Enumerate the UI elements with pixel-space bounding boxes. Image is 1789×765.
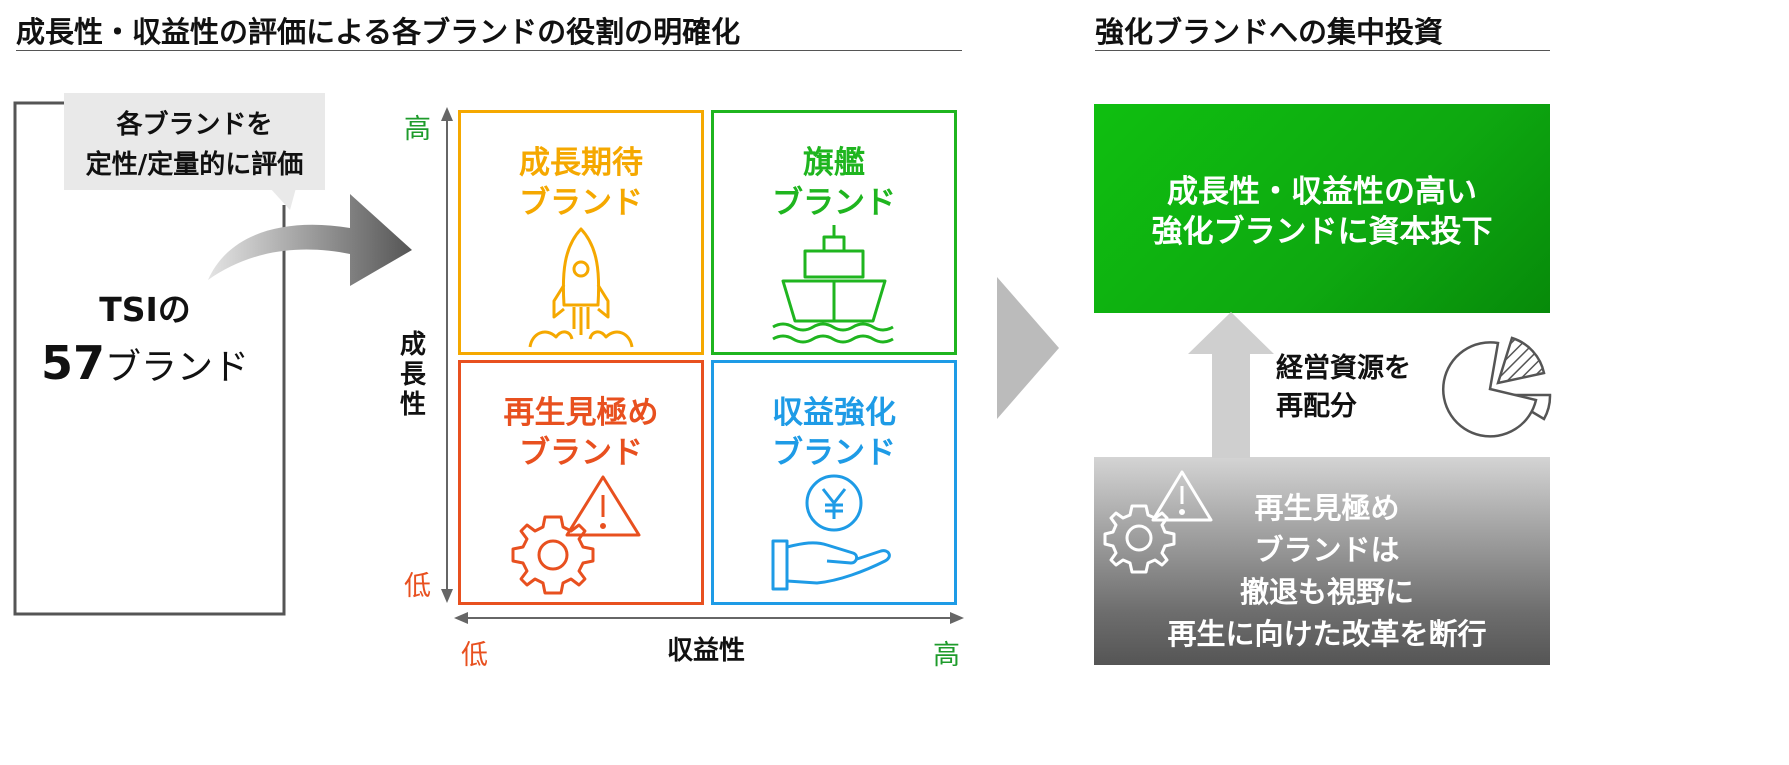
revival-line-1: 再生見極め	[1254, 491, 1400, 525]
y-axis-label: 成長性	[400, 330, 427, 420]
cell-revival-title: 再生見極めブランド	[503, 395, 659, 471]
callout-tail	[270, 188, 296, 210]
gear-warning-icon	[511, 475, 641, 595]
revival-line-2: ブランドは	[1254, 533, 1400, 567]
cell-revival-review: 再生見極めブランド	[458, 360, 704, 605]
cell-flagship: 旗艦ブランド	[711, 110, 957, 355]
y-axis-low: 低	[404, 571, 431, 602]
ship-icon	[772, 225, 894, 344]
callout-line-1: 各ブランドを	[116, 110, 273, 140]
callout-line-2: 定性/定量的に評価	[85, 150, 304, 180]
right-heading-rule	[1095, 50, 1550, 51]
tsi-frame	[13, 101, 286, 616]
y-axis-high: 高	[404, 114, 431, 145]
investment-line-1: 成長性・収益性の高い	[1167, 174, 1477, 210]
investment-box: 成長性・収益性の高い 強化ブランドに資本投下	[1094, 104, 1550, 313]
x-axis-low: 低	[461, 640, 488, 671]
matrix-axes	[441, 107, 964, 624]
x-axis-label: 収益性	[667, 636, 746, 666]
curved-arrow-icon	[208, 194, 412, 286]
revival-box: 再生見極め ブランドは 撤退も視野に 再生に向けた改革を断行	[1094, 457, 1550, 665]
rocket-icon	[528, 227, 634, 348]
reallocation-line-1: 経営資源を	[1276, 353, 1411, 384]
cell-flagship-title: 旗艦ブランド	[772, 145, 896, 221]
evaluation-callout: 各ブランドを 定性/定量的に評価	[64, 93, 325, 190]
left-heading-rule	[16, 50, 962, 51]
tsi-brand-count: 57ブランド	[20, 336, 270, 391]
reallocation-up-arrow-icon	[1188, 312, 1274, 458]
tsi-summary: TSIの 57ブランド	[20, 290, 270, 391]
investment-line-2: 強化ブランドに資本投下	[1151, 214, 1493, 250]
tsi-name: TSIの	[99, 290, 191, 329]
transition-arrow-icon	[997, 277, 1059, 419]
gear-warning-white-icon	[1103, 470, 1213, 574]
reallocation-line-2: 再配分	[1276, 391, 1357, 422]
revival-line-3: 撤退も視野に	[1239, 575, 1414, 609]
left-heading: 成長性・収益性の評価による各ブランドの役割の明確化	[16, 15, 741, 49]
cell-profit-title: 収益強化ブランド	[772, 395, 896, 471]
cell-growth-expected: 成長期待ブランド	[458, 110, 704, 355]
x-axis-high: 高	[933, 640, 960, 671]
tsi-count: 57	[40, 335, 105, 390]
cell-growth-title: 成長期待ブランド	[519, 145, 643, 221]
revival-line-4: 再生に向けた改革を断行	[1167, 617, 1487, 651]
pie-chart-icon	[1442, 336, 1552, 438]
yen-hand-icon	[771, 474, 891, 591]
reallocation-label: 経営資源を 再配分	[1276, 350, 1411, 426]
cell-profit-strengthen: 収益強化ブランド	[711, 360, 957, 605]
tsi-unit: ブランド	[105, 346, 250, 388]
right-heading: 強化ブランドへの集中投資	[1095, 15, 1444, 49]
